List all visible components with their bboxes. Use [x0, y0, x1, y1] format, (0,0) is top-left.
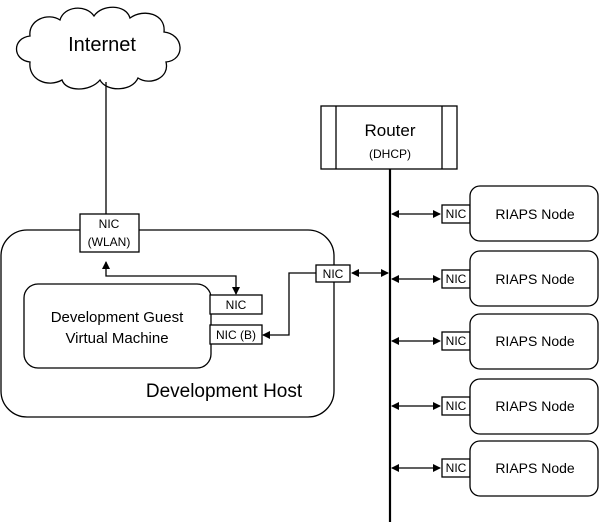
router-label: Router — [364, 121, 415, 140]
guest-vm-label-1: Development Guest — [51, 309, 184, 326]
riaps-node-5: NIC RIAPS Node — [391, 440, 599, 497]
node-label: RIAPS Node — [495, 271, 575, 287]
router-sub-label: (DHCP) — [369, 147, 411, 161]
guest-vm-label-2: Virtual Machine — [65, 330, 168, 347]
node-nic-label: NIC — [446, 272, 467, 286]
riaps-node-3: NIC RIAPS Node — [391, 313, 599, 370]
svg-text:NIC: NIC — [323, 267, 344, 281]
nic-wlan: NIC (WLAN) — [79, 213, 140, 253]
development-host-label: Development Host — [146, 381, 303, 402]
riaps-node-1: NIC RIAPS Node — [391, 185, 599, 242]
guest-vm-box — [23, 283, 212, 369]
router-box: Router (DHCP) — [320, 105, 458, 170]
bridge-host-nic-link — [262, 272, 316, 339]
svg-text:(WLAN): (WLAN) — [88, 235, 131, 249]
svg-text:NIC: NIC — [226, 298, 247, 312]
host-nic: NIC — [315, 264, 351, 283]
guest-nic-bridge: NIC (B) — [209, 324, 263, 345]
node-label: RIAPS Node — [495, 398, 575, 414]
node-nic-label: NIC — [446, 334, 467, 348]
riaps-node-2: NIC RIAPS Node — [391, 250, 599, 307]
riaps-node-4: NIC RIAPS Node — [391, 378, 599, 435]
node-nic-label: NIC — [446, 207, 467, 221]
node-nic-label: NIC — [446, 399, 467, 413]
node-label: RIAPS Node — [495, 460, 575, 476]
node-label: RIAPS Node — [495, 206, 575, 222]
internet-label: Internet — [68, 34, 136, 56]
node-nic-label: NIC — [446, 461, 467, 475]
guest-nic-top: NIC — [209, 294, 263, 315]
svg-text:NIC: NIC — [99, 217, 120, 231]
wlan-guest-link — [102, 261, 240, 295]
node-label: RIAPS Node — [495, 333, 575, 349]
svg-text:NIC (B): NIC (B) — [216, 328, 256, 342]
internet-cloud: Internet — [15, 6, 181, 90]
